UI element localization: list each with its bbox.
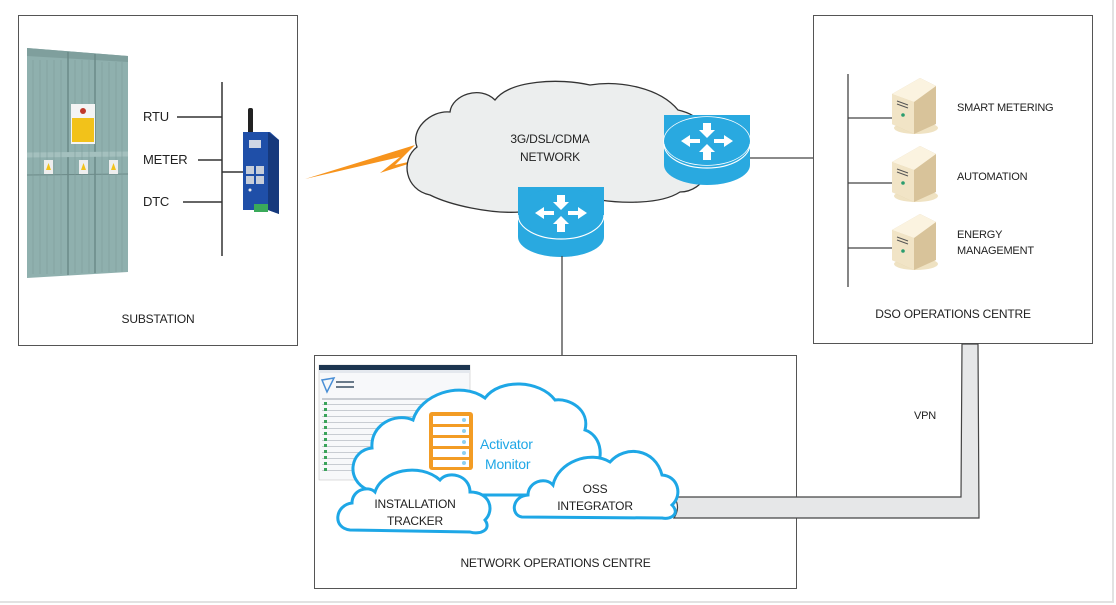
server-label-energy: ENERGY — [957, 229, 1003, 241]
activator-server-stack-icon — [429, 412, 473, 470]
link-lines — [561, 74, 893, 355]
cellular-router-device-icon — [243, 108, 279, 214]
substation-door-image — [26, 48, 129, 278]
vpn-tunnel-pipe — [672, 343, 980, 519]
router-right-icon — [663, 115, 751, 185]
installation-tracker-label-line2: TRACKER — [387, 514, 443, 528]
oss-integrator-cloud — [512, 450, 680, 520]
oss-integrator-label-line2: INTEGRATOR — [557, 499, 633, 513]
server-smart-metering-icon — [892, 78, 938, 134]
device-label-meter: METER — [143, 152, 188, 167]
installation-tracker-cloud — [336, 468, 492, 535]
server-energy-management-icon — [892, 214, 938, 270]
server-label-management: MANAGEMENT — [957, 245, 1034, 257]
activator-label-line2: Monitor — [485, 456, 531, 472]
dso-title: DSO OPERATIONS CENTRE — [875, 307, 1031, 321]
server-label-automation: AUTOMATION — [957, 171, 1028, 183]
router-bottom-icon — [517, 187, 605, 257]
wireless-link-bolt-icon — [305, 145, 430, 179]
substation-bus — [177, 82, 243, 256]
device-label-rtu: RTU — [143, 109, 169, 124]
server-label-smart-metering: SMART METERING — [957, 102, 1054, 114]
vpn-label: VPN — [914, 410, 937, 422]
network-cloud-label-line2: NETWORK — [520, 150, 580, 164]
noc-title: NETWORK OPERATIONS CENTRE — [460, 556, 651, 570]
dso-operations-box — [813, 15, 1093, 344]
network-cloud-label-line1: 3G/DSL/CDMA — [510, 132, 590, 146]
installation-tracker-label-line1: INSTALLATION — [374, 497, 456, 511]
substation-title: SUBSTATION — [121, 312, 195, 326]
device-label-dtc: DTC — [143, 194, 170, 209]
activator-label-line1: Activator — [480, 436, 533, 452]
oss-integrator-label-line1: OSS — [582, 482, 608, 496]
server-automation-icon — [892, 146, 938, 202]
